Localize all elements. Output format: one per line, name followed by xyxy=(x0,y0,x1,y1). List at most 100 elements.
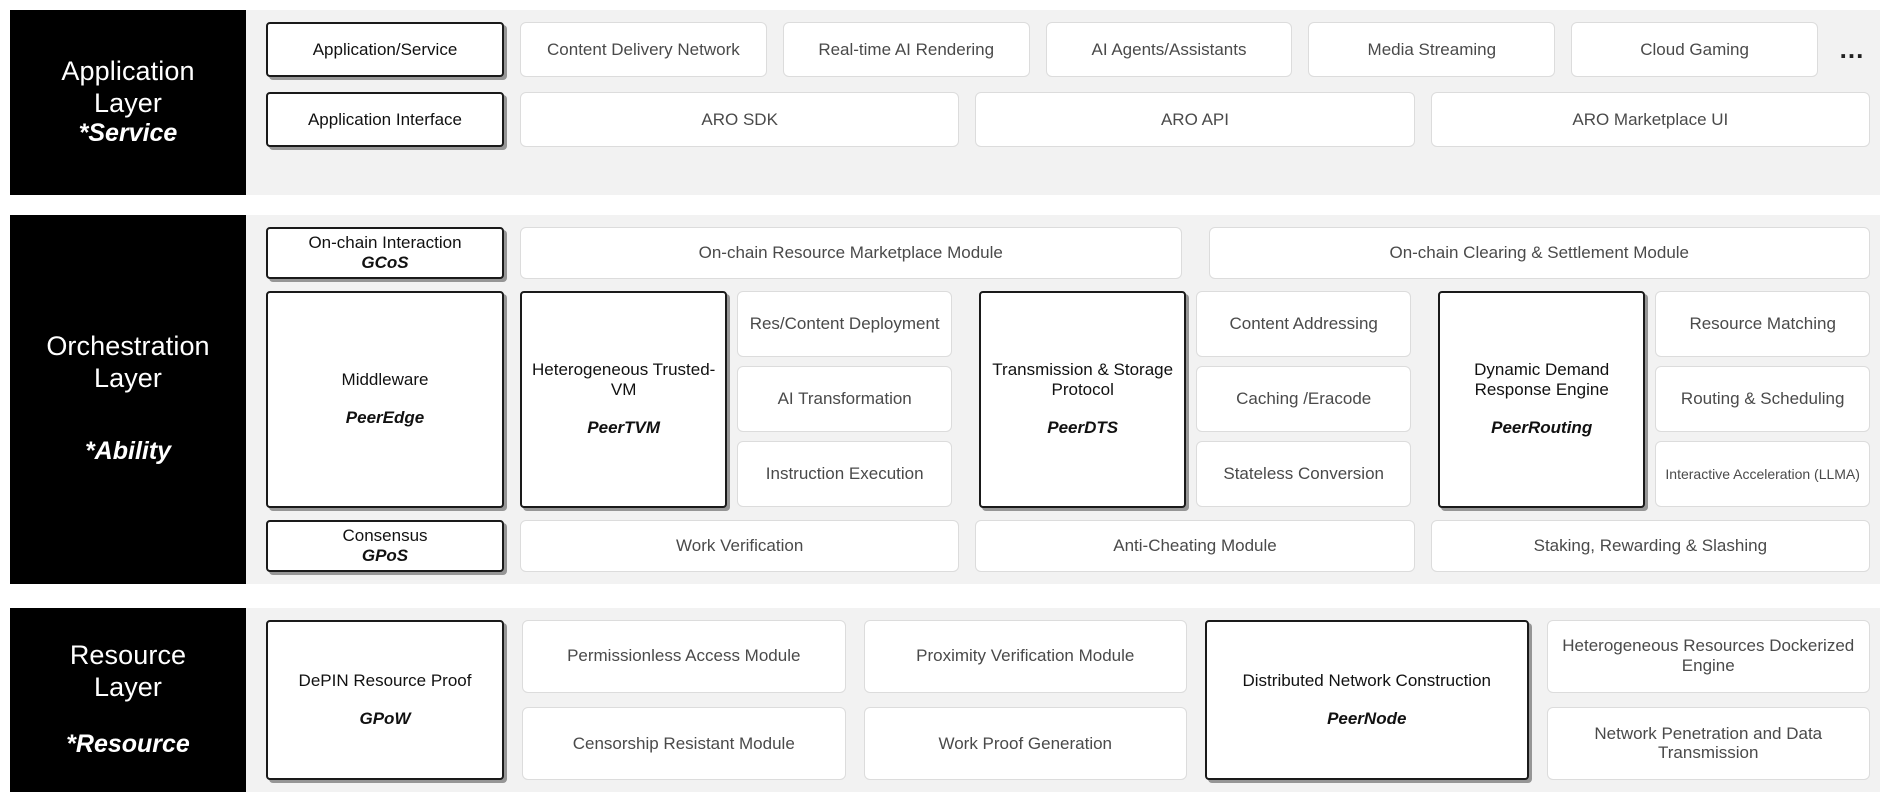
app-item-cloud-gaming[interactable]: Cloud Gaming xyxy=(1571,22,1818,77)
distributed-network-sub: PeerNode xyxy=(1327,708,1407,728)
orchestration-layer-body: On-chain Interaction GCoS On-chain Resou… xyxy=(246,215,1880,584)
on-chain-interaction-label: On-chain Interaction xyxy=(308,232,462,252)
module-label: Work Verification xyxy=(676,535,804,555)
engine-side-peertvm: Res/Content Deployment AI Transformation… xyxy=(737,290,952,508)
middleware-box[interactable]: Middleware PeerEdge xyxy=(266,290,504,508)
anti-cheating-module[interactable]: Anti-Cheating Module xyxy=(975,519,1415,572)
layer-title-line-1: Resource xyxy=(69,640,187,671)
depin-resource-proof-sub: GPoW xyxy=(359,708,411,728)
layer-star-label: *Ability xyxy=(84,437,172,466)
module-label: Censorship Resistant Module xyxy=(572,733,795,753)
on-chain-clearing-settlement-module[interactable]: On-chain Clearing & Settlement Module xyxy=(1208,226,1870,279)
distributed-network-label: Distributed Network Construction xyxy=(1242,671,1491,691)
heterogeneous-resources-dockerized-engine[interactable]: Heterogeneous Resources Dockerized Engin… xyxy=(1546,619,1870,693)
orchestration-row-onchain: On-chain Interaction GCoS On-chain Resou… xyxy=(266,226,1870,279)
proximity-verification-module[interactable]: Proximity Verification Module xyxy=(863,619,1187,693)
app-item-cdn[interactable]: Content Delivery Network xyxy=(520,22,767,77)
app-item-media-streaming[interactable]: Media Streaming xyxy=(1308,22,1556,77)
ai-transformation[interactable]: AI Transformation xyxy=(737,365,952,433)
app-item-realtime-ai-rendering[interactable]: Real-time AI Rendering xyxy=(782,22,1030,77)
sub-module-label: Routing & Scheduling xyxy=(1680,389,1845,409)
layer-title-line-2: Layer xyxy=(93,672,163,702)
app-item-label: ARO SDK xyxy=(701,109,778,129)
engine-side-peerdts: Content Addressing Caching /Eracode Stat… xyxy=(1196,290,1411,508)
transmission-storage-protocol-box[interactable]: Transmission & Storage Protocol PeerDTS xyxy=(979,290,1187,508)
middleware-sub: PeerEdge xyxy=(345,408,425,427)
stateless-conversion[interactable]: Stateless Conversion xyxy=(1196,441,1411,508)
sub-module-label: AI Transformation xyxy=(777,389,912,409)
application-service-box[interactable]: Application/Service xyxy=(266,22,504,77)
sub-module-label: Content Addressing xyxy=(1229,313,1378,333)
app-item-aro-marketplace-ui[interactable]: ARO Marketplace UI xyxy=(1430,92,1870,147)
application-row-services: Application/Service Content Delivery Net… xyxy=(266,22,1870,77)
app-item-aro-sdk[interactable]: ARO SDK xyxy=(520,92,960,147)
orchestration-row-middleware: Middleware PeerEdge Heterogeneous Truste… xyxy=(266,290,1870,508)
resource-matching[interactable]: Resource Matching xyxy=(1655,290,1870,357)
resource-columns: Permissionless Access Module Censorship … xyxy=(522,619,1870,780)
distributed-network-construction-box[interactable]: Distributed Network Construction PeerNod… xyxy=(1205,619,1529,780)
application-interface-label: Application Interface xyxy=(307,109,463,129)
layer-star-label: *Resource xyxy=(66,729,190,758)
routing-scheduling[interactable]: Routing & Scheduling xyxy=(1655,365,1870,433)
module-label: Anti-Cheating Module xyxy=(1113,535,1277,555)
engine-group-peerdts: Transmission & Storage Protocol PeerDTS … xyxy=(979,290,1411,508)
network-penetration-data-transmission[interactable]: Network Penetration and Data Transmissio… xyxy=(1546,706,1870,780)
application-service-label: Application/Service xyxy=(312,39,458,59)
orchestration-lead-middleware: Middleware PeerEdge xyxy=(266,290,504,508)
module-label: Heterogeneous Resources Dockerized Engin… xyxy=(1562,636,1855,676)
app-item-label: Media Streaming xyxy=(1367,39,1497,59)
orchestration-layer-title: Orchestration Layer *Ability xyxy=(10,214,246,584)
app-item-ai-agents-assistants[interactable]: AI Agents/Assistants xyxy=(1045,22,1293,77)
module-label: Permissionless Access Module xyxy=(567,646,801,666)
app-item-label: Real-time AI Rendering xyxy=(818,39,995,59)
engine-label: Heterogeneous Trusted-VM xyxy=(532,360,716,400)
sub-module-label: Instruction Execution xyxy=(765,464,924,484)
permissionless-access-module[interactable]: Permissionless Access Module xyxy=(522,619,846,693)
ellipsis-icon: ... xyxy=(1839,34,1865,64)
engine-group-peerrouting: Dynamic Demand Response Engine PeerRouti… xyxy=(1438,290,1870,508)
instruction-execution[interactable]: Instruction Execution xyxy=(737,441,952,508)
on-chain-resource-marketplace-module[interactable]: On-chain Resource Marketplace Module xyxy=(520,226,1182,279)
work-proof-generation[interactable]: Work Proof Generation xyxy=(863,706,1187,780)
engine-side-peerrouting: Resource Matching Routing & Scheduling I… xyxy=(1655,290,1870,508)
consensus-box[interactable]: Consensus GPoS xyxy=(266,519,504,572)
engine-sub: PeerTVM xyxy=(587,417,661,437)
orchestration-onchain-modules: On-chain Resource Marketplace Module On-… xyxy=(520,226,1870,279)
resource-layer-title: Resource Layer *Resource xyxy=(10,607,246,792)
application-interface-items: ARO SDK ARO API ARO Marketplace UI xyxy=(520,92,1870,147)
module-label: Staking, Rewarding & Slashing xyxy=(1533,535,1768,555)
interactive-acceleration-llma[interactable]: Interactive Acceleration (LLMA) xyxy=(1655,441,1870,508)
layer-title-line-2: Layer xyxy=(93,363,163,394)
application-layer-body: Application/Service Content Delivery Net… xyxy=(246,10,1880,195)
consensus-sub: GPoS xyxy=(361,545,409,565)
module-label: On-chain Resource Marketplace Module xyxy=(698,242,1003,262)
module-label: On-chain Clearing & Settlement Module xyxy=(1389,242,1690,262)
heterogeneous-trusted-vm-box[interactable]: Heterogeneous Trusted-VM PeerTVM xyxy=(520,290,728,508)
work-verification[interactable]: Work Verification xyxy=(520,519,960,572)
app-item-label: ARO API xyxy=(1160,109,1229,129)
resource-column-peernode: Distributed Network Construction PeerNod… xyxy=(1205,619,1529,780)
on-chain-interaction-box[interactable]: On-chain Interaction GCoS xyxy=(266,226,504,279)
app-item-label: ARO Marketplace UI xyxy=(1572,109,1729,129)
res-content-deployment[interactable]: Res/Content Deployment xyxy=(737,290,952,357)
caching-eracode[interactable]: Caching /Eracode xyxy=(1196,365,1411,433)
staking-rewarding-slashing[interactable]: Staking, Rewarding & Slashing xyxy=(1430,519,1870,572)
on-chain-interaction-sub: GCoS xyxy=(361,252,409,272)
module-label: Work Proof Generation xyxy=(938,733,1113,753)
layer-title-line-1: Orchestration xyxy=(46,331,210,362)
depin-resource-proof-label: DePIN Resource Proof xyxy=(298,671,472,691)
orchestration-lead-onchain: On-chain Interaction GCoS xyxy=(266,226,504,279)
dynamic-demand-response-engine-box[interactable]: Dynamic Demand Response Engine PeerRouti… xyxy=(1438,290,1646,508)
orchestration-layer: Orchestration Layer *Ability On-chain In… xyxy=(10,214,1880,584)
resource-column-access: Permissionless Access Module Censorship … xyxy=(522,619,846,780)
resource-layer: Resource Layer *Resource DePIN Resource … xyxy=(10,607,1880,792)
app-item-aro-api[interactable]: ARO API xyxy=(975,92,1415,147)
content-addressing[interactable]: Content Addressing xyxy=(1196,290,1411,357)
depin-resource-proof-box[interactable]: DePIN Resource Proof GPoW xyxy=(266,619,504,780)
orchestration-engines: Heterogeneous Trusted-VM PeerTVM Res/Con… xyxy=(520,290,1870,508)
application-interface-box[interactable]: Application Interface xyxy=(266,92,504,147)
module-label: Network Penetration and Data Transmissio… xyxy=(1594,723,1823,763)
sub-module-label: Caching /Eracode xyxy=(1236,389,1372,409)
censorship-resistant-module[interactable]: Censorship Resistant Module xyxy=(522,706,846,780)
engine-sub: PeerRouting xyxy=(1491,417,1593,437)
